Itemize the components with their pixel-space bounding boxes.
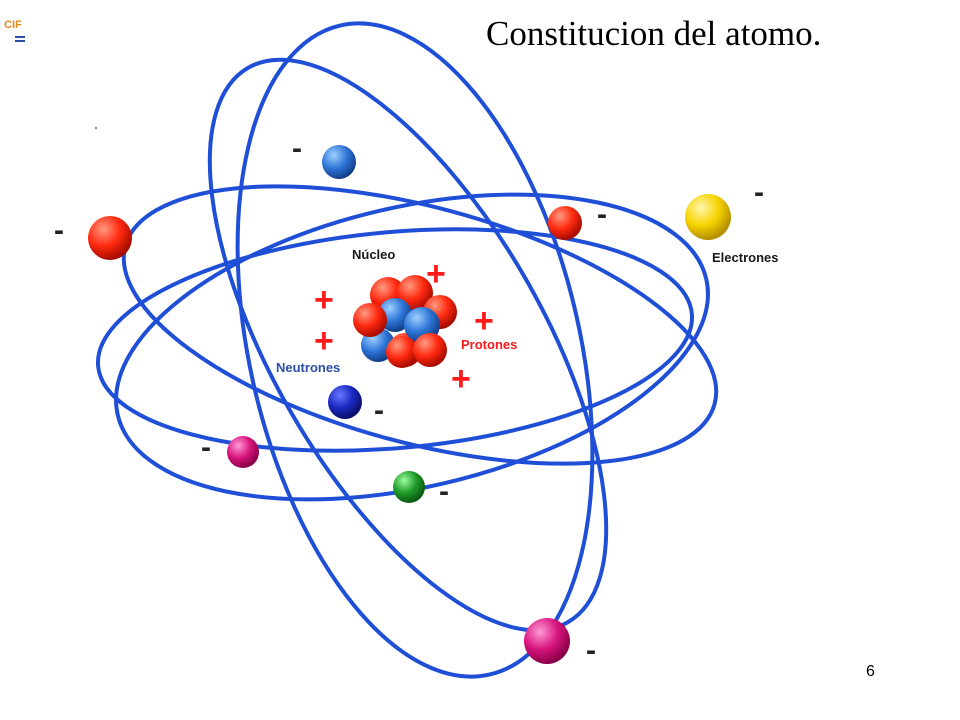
- plus-sign: +: [314, 322, 334, 360]
- minus-sign: -: [54, 214, 64, 247]
- logo-text: CIF: [4, 19, 22, 31]
- electron: [227, 436, 259, 468]
- electron: [328, 385, 362, 419]
- nucleus: [353, 275, 457, 368]
- minus-sign: -: [586, 634, 596, 667]
- page-number: 6: [866, 663, 875, 680]
- plus-sign: +: [451, 360, 471, 398]
- minus-sign: -: [439, 475, 449, 508]
- minus-sign: -: [597, 198, 607, 231]
- minus-sign: -: [374, 394, 384, 427]
- electron: [88, 216, 132, 260]
- electron: [322, 145, 356, 179]
- electron: [393, 471, 425, 503]
- neutrons-label: Neutrones: [276, 360, 340, 375]
- plus-sign: +: [426, 255, 446, 293]
- electrons-label: Electrones: [712, 250, 778, 265]
- electron: [548, 206, 582, 240]
- minus-sign: -: [201, 431, 211, 464]
- stray-dot: [94, 126, 98, 130]
- plus-sign: +: [474, 302, 494, 340]
- electrons: [88, 145, 731, 664]
- slide-title: Constitucion del atomo.: [486, 14, 822, 53]
- orbits: [95, 21, 719, 679]
- minus-sign: -: [754, 176, 764, 209]
- orbit: [207, 57, 609, 633]
- nucleus-label: Núcleo: [352, 247, 395, 262]
- cif-logo: CIF: [4, 19, 25, 42]
- electron: [685, 194, 731, 240]
- minus-sign: -: [292, 132, 302, 165]
- plus-sign: +: [314, 281, 334, 319]
- electron: [524, 618, 570, 664]
- orbit: [114, 192, 710, 502]
- protons-label: Protones: [461, 337, 517, 352]
- orbit: [95, 227, 695, 453]
